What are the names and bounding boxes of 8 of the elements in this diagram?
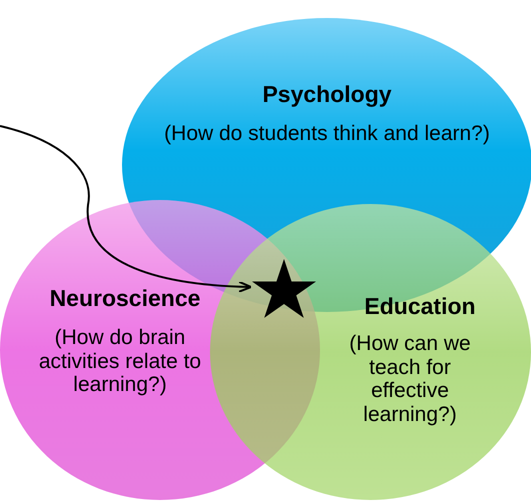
circle-title: Education (363, 294, 477, 320)
education-circle (210, 204, 531, 500)
circle-question: (How do brain activities relate to learning?) (38, 326, 202, 397)
curved-arrow (0, 125, 252, 293)
circle-question: (How do students think and learn?) (163, 122, 491, 146)
circle-title: Neuroscience (48, 286, 202, 312)
circle-question: (How can we teach for effective learning?) (348, 332, 472, 426)
circle-title: Psychology (261, 82, 393, 108)
